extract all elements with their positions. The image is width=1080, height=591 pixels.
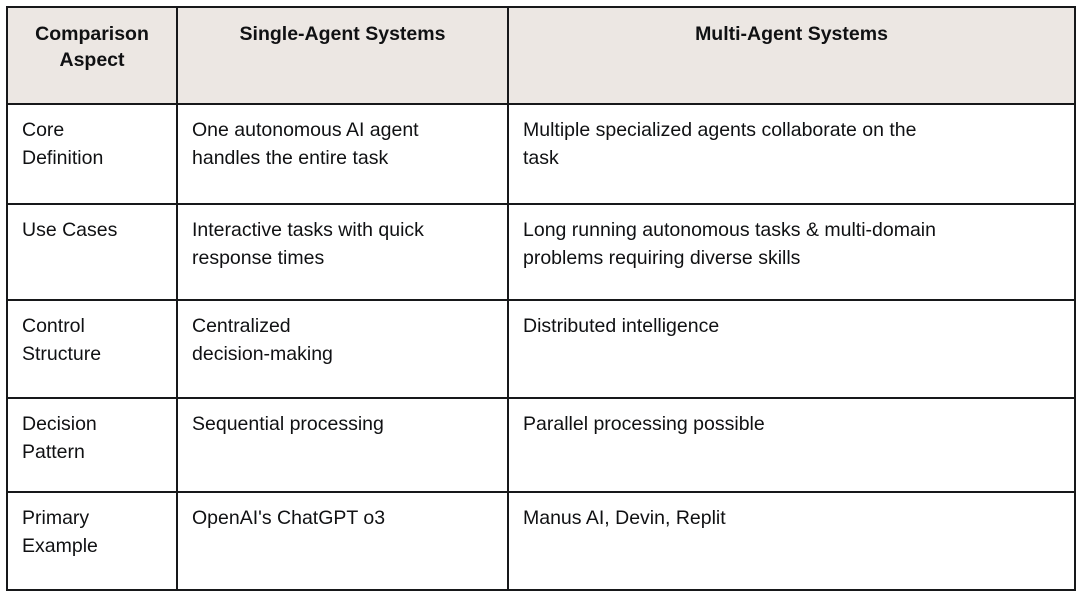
cell-aspect-control-structure: Control Structure xyxy=(6,299,178,400)
table-row: Primary Example OpenAI's ChatGPT o3 Manu… xyxy=(6,491,1076,591)
table-header: Comparison Aspect Single-Agent Systems M… xyxy=(6,5,1076,106)
cell-aspect-use-cases: Use Cases xyxy=(6,203,178,302)
table-row: Control Structure Centralized decision-m… xyxy=(6,299,1076,400)
table-header-row: Comparison Aspect Single-Agent Systems M… xyxy=(6,5,1076,106)
table-body: Core Definition One autonomous AI agent … xyxy=(6,103,1076,591)
column-header-comparison-aspect: Comparison Aspect xyxy=(6,5,178,106)
cell-aspect-primary-example: Primary Example xyxy=(6,491,178,591)
cell-multi-agent-use-cases: Long running autonomous tasks & multi-do… xyxy=(507,203,1076,302)
cell-multi-agent-control-structure: Distributed intelligence xyxy=(507,299,1076,400)
column-header-multi-agent-systems: Multi-Agent Systems xyxy=(507,5,1076,106)
cell-multi-agent-core-definition: Multiple specialized agents collaborate … xyxy=(507,103,1076,206)
cell-multi-agent-primary-example: Manus AI, Devin, Replit xyxy=(507,491,1076,591)
cell-aspect-core-definition: Core Definition xyxy=(6,103,178,206)
page-root: Comparison Aspect Single-Agent Systems M… xyxy=(6,5,1076,591)
cell-single-agent-use-cases: Interactive tasks with quick response ti… xyxy=(176,203,509,302)
comparison-table: Comparison Aspect Single-Agent Systems M… xyxy=(6,5,1076,591)
cell-aspect-decision-pattern: Decision Pattern xyxy=(6,397,178,494)
table-row: Decision Pattern Sequential processing P… xyxy=(6,397,1076,494)
cell-single-agent-primary-example: OpenAI's ChatGPT o3 xyxy=(176,491,509,591)
table-row: Core Definition One autonomous AI agent … xyxy=(6,103,1076,206)
column-header-single-agent-systems: Single-Agent Systems xyxy=(176,5,509,106)
cell-single-agent-core-definition: One autonomous AI agent handles the enti… xyxy=(176,103,509,206)
comparison-table-container: Comparison Aspect Single-Agent Systems M… xyxy=(6,5,1076,591)
table-row: Use Cases Interactive tasks with quick r… xyxy=(6,203,1076,302)
cell-single-agent-control-structure: Centralized decision-making xyxy=(176,299,509,400)
cell-multi-agent-decision-pattern: Parallel processing possible xyxy=(507,397,1076,494)
cell-single-agent-decision-pattern: Sequential processing xyxy=(176,397,509,494)
